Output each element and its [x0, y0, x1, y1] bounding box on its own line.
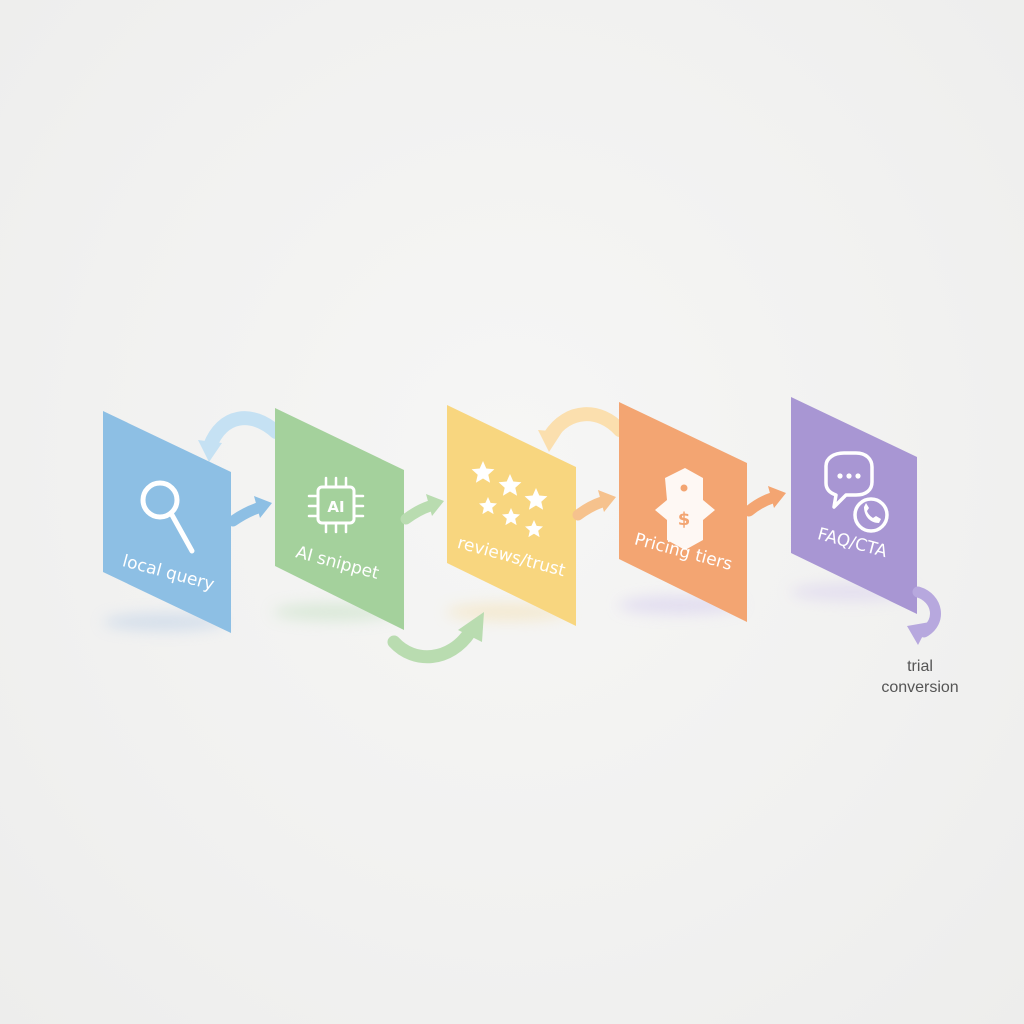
forward-arrow-4 — [743, 492, 778, 517]
bottom-curve-arrowhead — [458, 612, 484, 642]
loop-back-arrowhead-2 — [538, 430, 562, 452]
trial-conversion-label: trial conversion — [860, 656, 980, 698]
ai-chip-text: AI — [327, 498, 344, 516]
loop-back-arrow-1 — [203, 411, 283, 453]
end-label-line-2: conversion — [881, 679, 959, 696]
step-card-pricing-tiers: $ Pricing tiers — [619, 402, 747, 622]
forward-arrowhead-2 — [426, 494, 444, 516]
card-shadow — [103, 613, 227, 631]
forward-arrows — [227, 486, 941, 664]
end-label-line-1: trial — [907, 658, 933, 675]
loop-back-arrowhead-1 — [198, 440, 222, 462]
back-arrows — [198, 407, 627, 462]
step-card-reviews-trust: reviews/trust — [447, 405, 576, 626]
exit-arrow — [912, 586, 941, 638]
step-card-faq-cta: FAQ/CTA — [791, 397, 917, 614]
magnifier-icon — [140, 480, 195, 554]
step-card-panel — [791, 397, 917, 614]
chat-phone-icon — [824, 451, 889, 533]
step-card-panel — [275, 408, 404, 630]
step-card-local-query: local query — [103, 411, 231, 633]
forward-arrow-1 — [227, 502, 264, 527]
forward-arrowhead-4 — [768, 486, 786, 508]
forward-arrowhead-3 — [598, 490, 616, 512]
forward-arrowhead-1 — [254, 496, 272, 518]
stars-icon — [471, 461, 548, 538]
pricing-tag-icon: $ — [655, 468, 715, 550]
bottom-curve-arrow — [387, 625, 477, 664]
forward-arrow-2 — [400, 500, 436, 525]
loop-back-arrow-2 — [543, 407, 627, 443]
step-card-ai-snippet: AI AI snippet — [275, 408, 404, 630]
step-card-panel — [103, 411, 231, 633]
forward-arrow-3 — [572, 496, 608, 521]
exit-arrowhead — [907, 622, 930, 645]
svg-text:$: $ — [678, 509, 691, 530]
ai-chip-icon: AI — [307, 476, 365, 534]
